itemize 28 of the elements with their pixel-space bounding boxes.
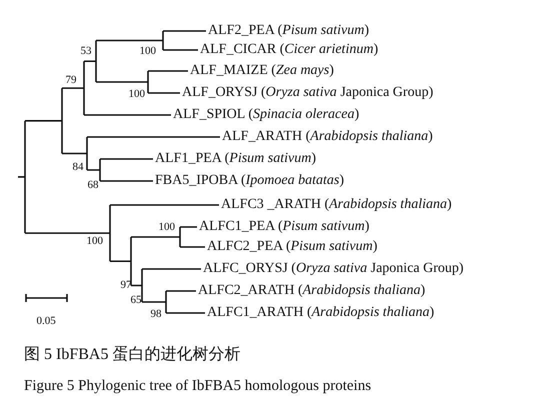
taxon-label: ALFC_ORYSJ (Oryza sativa Japonica Group) [203, 261, 464, 277]
taxon-label: ALFC3 _ARATH (Arabidopsis thaliana) [221, 197, 452, 213]
taxon-label: FBA5_IPOBA (Ipomoea batatas) [155, 173, 344, 189]
taxon-label: ALF_CICAR (Cicer arietinum) [200, 42, 378, 58]
taxon-label: ALFC2_ARATH (Arabidopsis thaliana) [198, 283, 426, 299]
taxon-label: ALF1_PEA (Pisum sativum) [155, 151, 316, 167]
bootstrap-value: 68 [88, 178, 98, 192]
bootstrap-value: 79 [66, 74, 76, 86]
taxon-label: ALFC1_ARATH (Arabidopsis thaliana) [207, 305, 434, 321]
bootstrap-value: 100 [86, 234, 103, 248]
bootstrap-value: 100 [128, 88, 145, 100]
bootstrap-value: 100 [140, 44, 156, 58]
bootstrap-value: 84 [72, 160, 84, 174]
taxon-label: ALFC1_PEA (Pisum sativum) [199, 219, 370, 235]
taxon-label: ALF2_PEA (Pisum sativum) [208, 23, 370, 39]
taxon-label: ALF_MAIZE (Zea mays) [190, 63, 334, 79]
taxon-label: ALF_SPIOL (Spinacia oleracea) [173, 107, 360, 123]
bootstrap-value: 98 [150, 308, 162, 320]
bootstrap-value: 53 [80, 44, 92, 58]
taxon-label: ALF_ORYSJ (Oryza sativa Japonica Group) [182, 85, 434, 101]
bootstrap-value: 65 [130, 294, 142, 306]
taxon-label: ALFC2_PEA (Pisum sativum) [207, 239, 378, 255]
bootstrap-value: 97 [120, 278, 132, 292]
scale-label: 0.05 [36, 314, 56, 328]
figure-caption: Figure 5 Phylogenic tree of IbFBA5 homologous proteins [24, 378, 372, 394]
bootstrap-value: 100 [158, 220, 175, 234]
taxon-label: ALF_ARATH (Arabidopsis thaliana) [222, 129, 433, 145]
figure-caption: 图 5 IbFBA5 蛋白的进化树分析 [24, 347, 240, 363]
